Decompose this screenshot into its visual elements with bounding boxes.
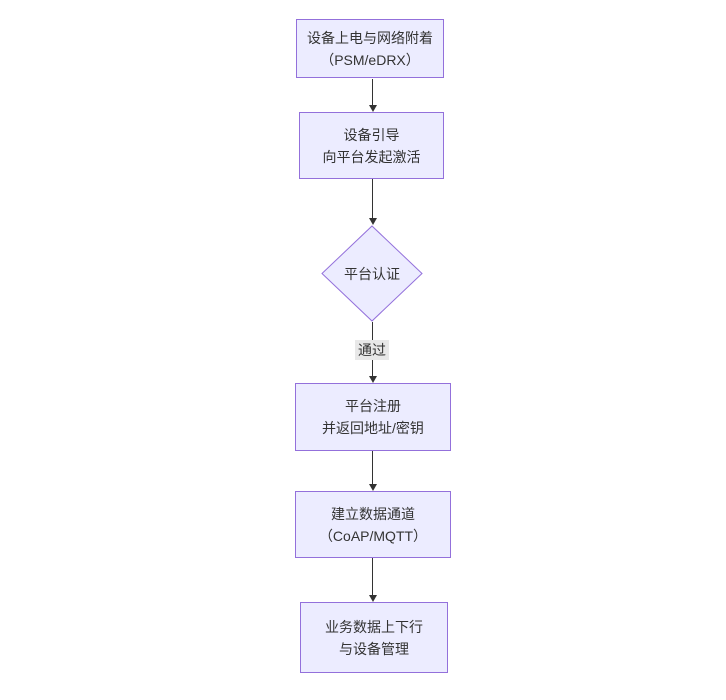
edge-channel-to-business	[372, 558, 373, 595]
edge-bootstrap-to-auth	[372, 179, 373, 218]
node-power-on: 设备上电与网络附着 （PSM/eDRX）	[296, 19, 444, 78]
edge-label-pass: 通过	[355, 340, 389, 360]
node-register-line2: 并返回地址/密钥	[322, 420, 424, 436]
node-business-data-line2: 与设备管理	[339, 640, 409, 657]
arrowhead-down-icon	[368, 218, 377, 225]
node-auth-decision: 平台认证	[321, 225, 423, 322]
node-power-on-line1: 设备上电与网络附着	[307, 29, 433, 46]
edge-register-to-channel	[372, 451, 373, 484]
node-bootstrap: 设备引导 向平台发起激活	[299, 112, 444, 179]
node-register-line1: 平台注册	[345, 398, 401, 414]
node-business-data-line1: 业务数据上下行	[325, 618, 423, 635]
node-data-channel-line2: （CoAP/MQTT）	[318, 527, 428, 544]
diamond-shape	[321, 225, 423, 322]
node-register: 平台注册 并返回地址/密钥	[295, 383, 451, 451]
node-business-data: 业务数据上下行 与设备管理	[300, 602, 448, 673]
arrowhead-down-icon	[368, 484, 377, 491]
node-bootstrap-line1: 设备引导	[343, 126, 400, 143]
node-auth-label: 平台认证	[344, 265, 400, 282]
node-data-channel: 建立数据通道 （CoAP/MQTT）	[295, 491, 451, 558]
edge-power-to-bootstrap	[372, 79, 373, 105]
node-power-on-line2: （PSM/eDRX）	[320, 51, 420, 68]
node-data-channel-line1: 建立数据通道	[331, 505, 415, 522]
arrowhead-down-icon	[368, 376, 377, 383]
arrowhead-down-icon	[368, 105, 377, 112]
node-bootstrap-line2: 向平台发起激活	[322, 148, 421, 165]
arrowhead-down-icon	[368, 595, 377, 602]
